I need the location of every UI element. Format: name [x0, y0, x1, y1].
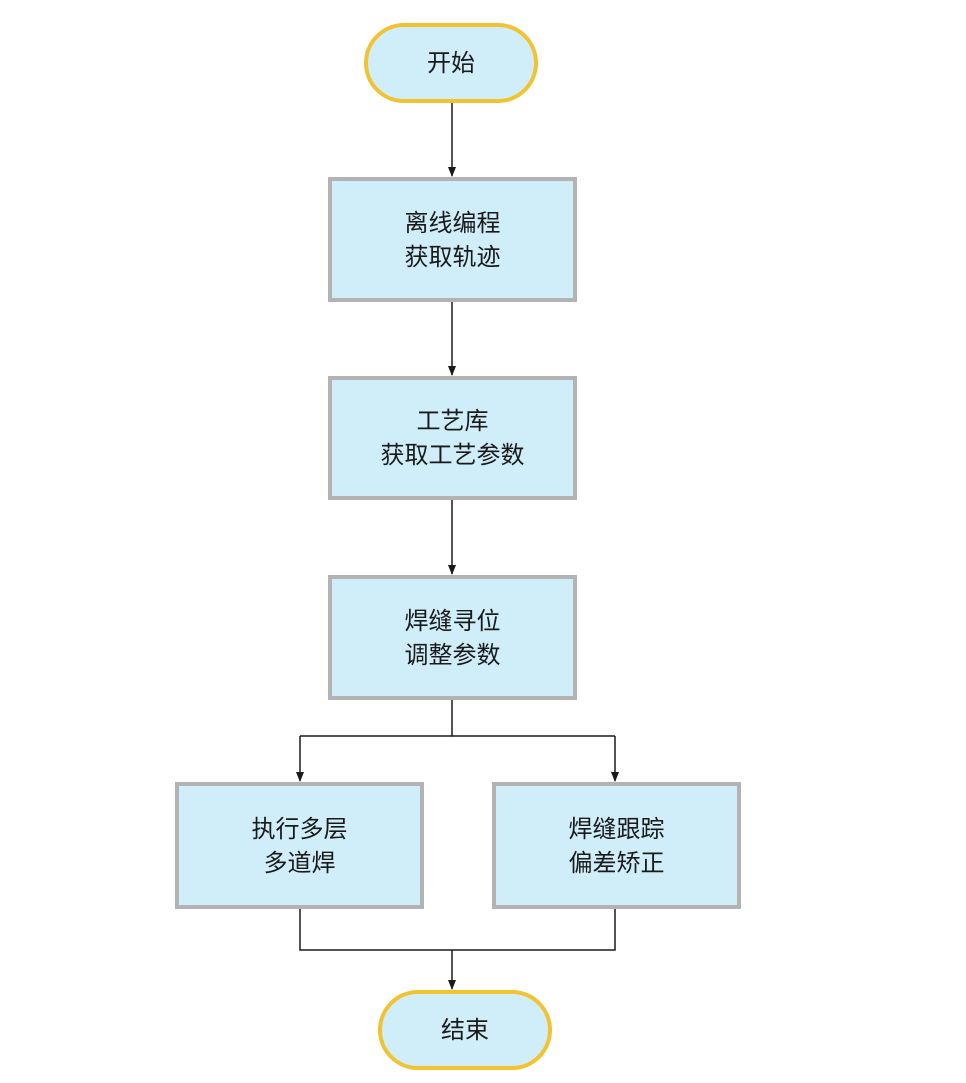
process-library-label-line1: 工艺库 — [416, 407, 489, 435]
offline-programming-label-line1: 离线编程 — [404, 208, 501, 237]
split-connector — [300, 700, 453, 737]
end-node: 结束 — [378, 990, 552, 1070]
end-label: 结束 — [441, 1016, 489, 1044]
process-library-node: 工艺库 获取工艺参数 — [328, 376, 577, 500]
seam-locating-node: 焊缝寻位 调整参数 — [328, 575, 577, 700]
seam-tracking-node: 焊缝跟踪 偏差矫正 — [492, 782, 741, 909]
multi-pass-welding-label-line1: 执行多层 — [251, 814, 348, 843]
start-label: 开始 — [427, 49, 475, 77]
process-library-label-line2: 获取工艺参数 — [380, 441, 525, 469]
multi-pass-welding-node: 执行多层 多道焊 — [175, 782, 424, 909]
offline-programming-label-line2: 获取轨迹 — [404, 242, 501, 271]
seam-locating-label-line1: 焊缝寻位 — [404, 606, 501, 635]
seam-tracking-label-line1: 焊缝跟踪 — [568, 814, 665, 843]
start-node: 开始 — [364, 23, 538, 103]
multi-pass-welding-label-line2: 多道焊 — [263, 848, 336, 877]
merge-connector — [299, 909, 616, 951]
seam-locating-label-line2: 调整参数 — [404, 640, 501, 669]
seam-tracking-label-line2: 偏差矫正 — [568, 848, 665, 877]
offline-programming-node: 离线编程 获取轨迹 — [328, 177, 577, 302]
